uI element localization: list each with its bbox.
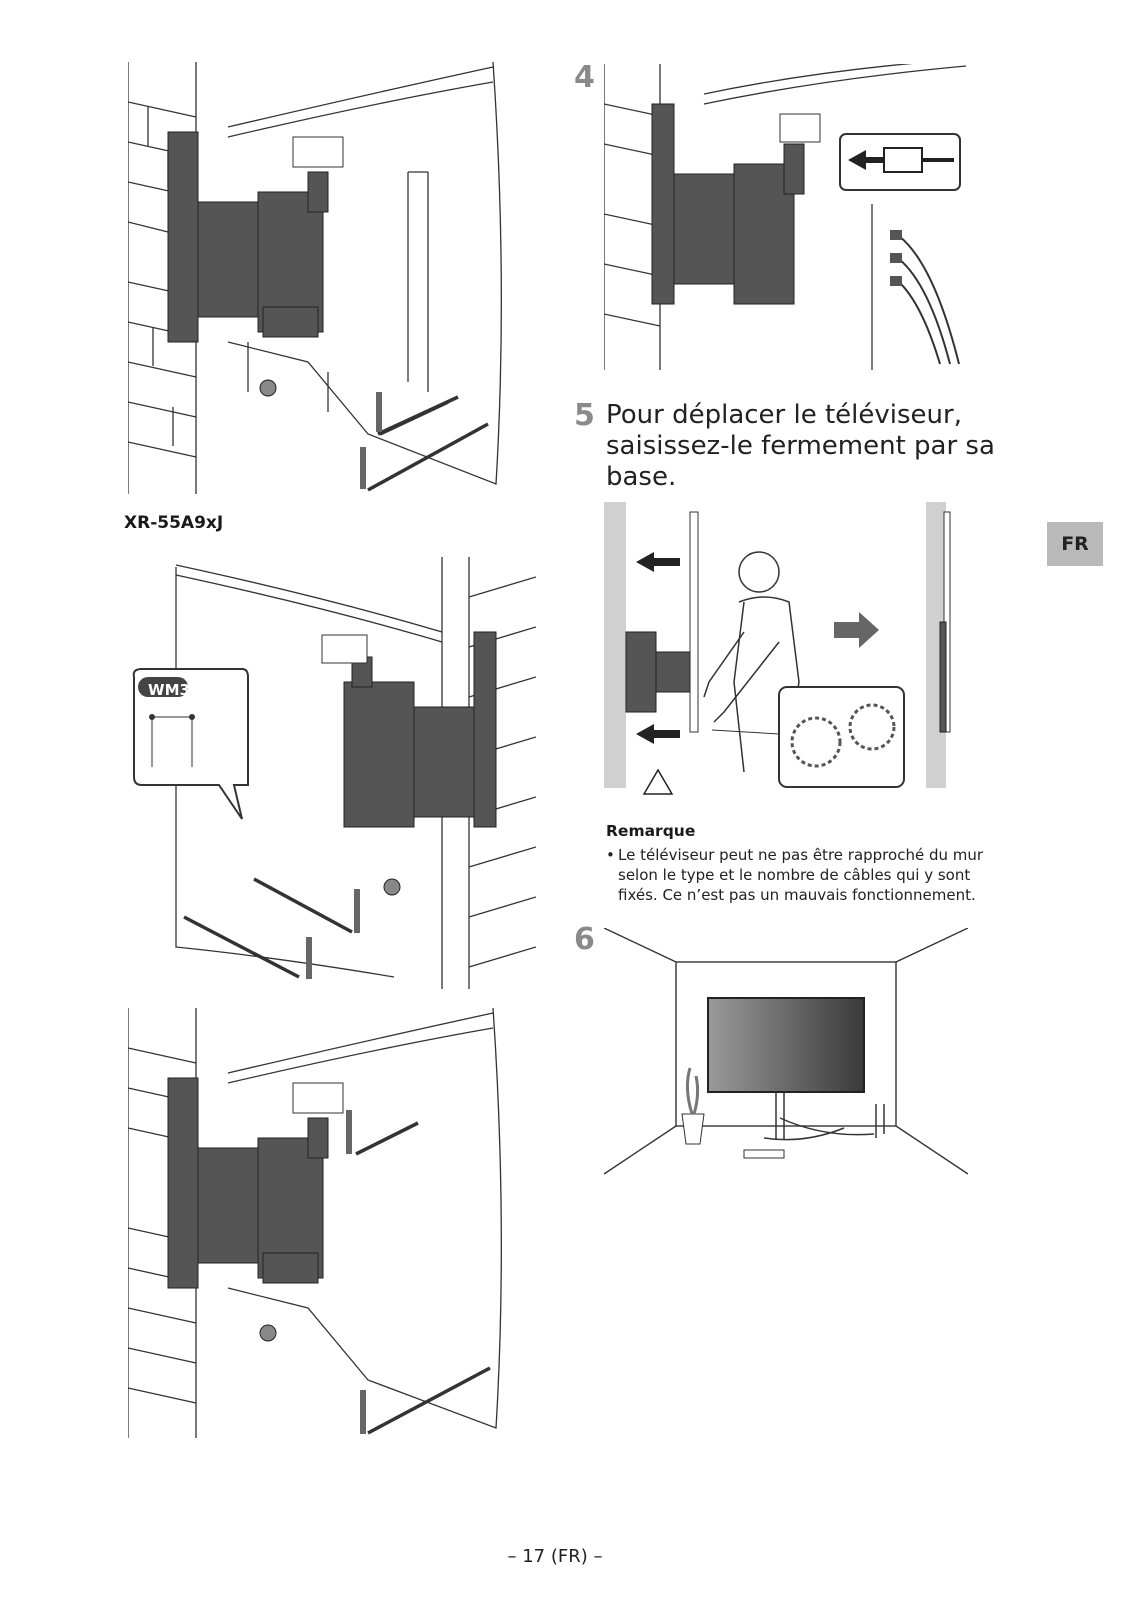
illustration-mount-attach-bottom <box>128 1008 508 1438</box>
note-bullet: • <box>606 846 615 864</box>
step-5-line-3: base. <box>606 462 677 492</box>
note-line-2: selon le type et le nombre de câbles qui… <box>618 866 971 884</box>
wm3-badge: WM3 <box>144 680 194 700</box>
wm3-label: WM3 <box>148 681 190 699</box>
model-label: XR-55A9xJ <box>124 513 224 533</box>
language-tab: FR <box>1047 522 1103 566</box>
note-line-1: Le téléviseur peut ne pas être rapproché… <box>618 846 984 864</box>
step-6-number: 6 <box>574 922 595 957</box>
illustration-room-result <box>604 928 968 1178</box>
note-title: Remarque <box>606 822 696 840</box>
illustration-wm3-mount <box>124 557 536 989</box>
step-5-number: 5 <box>574 398 595 433</box>
step-4-number: 4 <box>574 60 595 95</box>
note-line-3: fixés. Ce n’est pas un mauvais fonctionn… <box>618 886 976 904</box>
illustration-connect-cables <box>604 64 966 370</box>
page-footer: – 17 (FR) – <box>507 1546 603 1567</box>
step-5-instruction: Pour déplacer le téléviseur, saisissez-l… <box>606 400 995 493</box>
step-5-line-2: saisissez-le fermement par sa <box>606 431 995 461</box>
language-tab-label: FR <box>1061 533 1089 555</box>
illustration-move-tv <box>604 502 966 800</box>
illustration-mount-attach-top <box>128 62 508 494</box>
step-5-line-1: Pour déplacer le téléviseur, <box>606 400 962 430</box>
note-body: • Le téléviseur peut ne pas être rapproc… <box>606 845 996 905</box>
